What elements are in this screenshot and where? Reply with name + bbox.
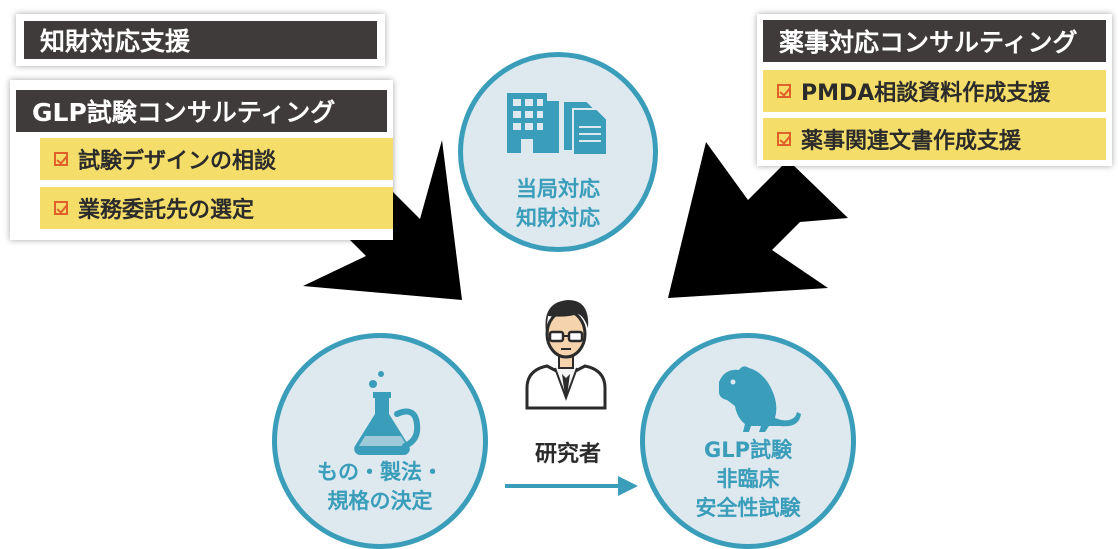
- glp-test-label-line: GLP試験: [703, 438, 792, 462]
- flask-icon: [354, 371, 421, 455]
- regulatory-item-label: 薬事関連文書作成支援: [801, 129, 1022, 154]
- small-teal-arrow-head: [618, 476, 638, 496]
- manufacturing-circle-label: もの・製法・ 規格の決定: [277, 458, 483, 516]
- glp-consulting-panel: GLP試験コンサルティング 試験デザインの相談 業務委託先の選定: [10, 80, 393, 240]
- right-big-arrow: [668, 142, 848, 298]
- ip-support-panel: 知財対応支援: [16, 14, 385, 66]
- researcher-icon: [525, 300, 607, 410]
- regulatory-consulting-title: 薬事対応コンサルティング: [763, 20, 1106, 62]
- glp-item-label: 業務委託先の選定: [78, 198, 255, 223]
- regulatory-item-label: PMDA相談資料作成支援: [801, 81, 1051, 106]
- regulatory-item-pmda: PMDA相談資料作成支援: [763, 70, 1106, 112]
- glp-item-study-design: 試験デザインの相談: [40, 138, 393, 180]
- authority-label-line: 当局対応: [516, 177, 600, 201]
- ip-support-title: 知財対応支援: [24, 21, 377, 59]
- checkbox-icon: [777, 132, 791, 146]
- glp-test-circle-label: GLP試験 非臨床 安全性試験: [645, 436, 851, 523]
- checkbox-icon: [54, 152, 68, 166]
- mouse-icon: [719, 366, 801, 432]
- manufacturing-label-line: もの・製法・: [317, 460, 443, 484]
- checkbox-icon: [777, 84, 791, 98]
- glp-consulting-title: GLP試験コンサルティング: [16, 90, 387, 132]
- glp-item-contractor: 業務委託先の選定: [40, 187, 393, 229]
- glp-test-label-line: 安全性試験: [695, 496, 801, 520]
- manufacturing-label-line: 規格の決定: [327, 489, 433, 513]
- regulatory-consulting-panel: 薬事対応コンサルティング PMDA相談資料作成支援 薬事関連文書作成支援: [757, 14, 1112, 166]
- building-documents-icon: [507, 93, 608, 156]
- authority-label-line: 知財対応: [516, 206, 600, 230]
- glp-test-circle: GLP試験 非臨床 安全性試験: [640, 333, 856, 549]
- glp-item-label: 試験デザインの相談: [78, 149, 277, 174]
- glp-test-label-line: 非臨床: [716, 467, 780, 491]
- checkbox-icon: [54, 201, 68, 215]
- regulatory-item-documents: 薬事関連文書作成支援: [763, 118, 1106, 160]
- authority-circle: 当局対応 知財対応: [458, 52, 658, 252]
- manufacturing-circle: もの・製法・ 規格の決定: [272, 333, 488, 549]
- authority-circle-label: 当局対応 知財対応: [463, 175, 653, 233]
- researcher-label: 研究者: [534, 442, 601, 467]
